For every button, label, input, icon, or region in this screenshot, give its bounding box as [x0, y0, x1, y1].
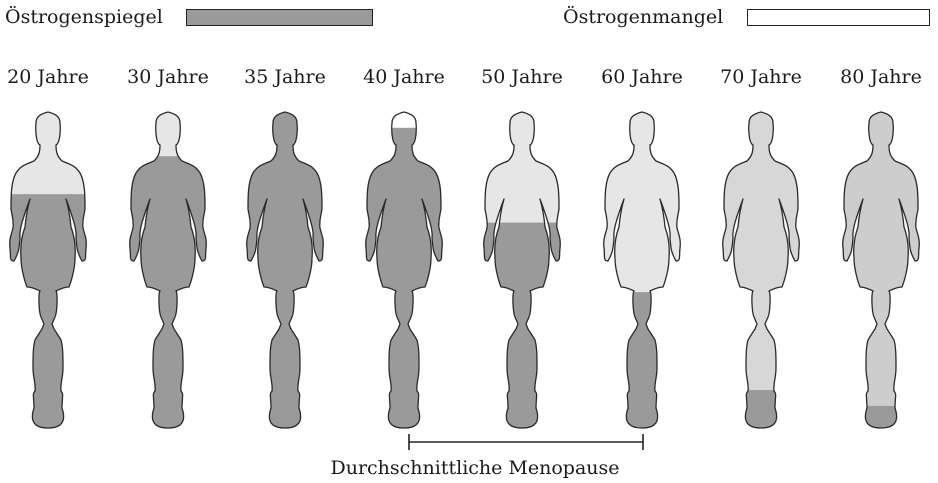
menopause-label: Durchschnittliche Menopause [300, 457, 650, 479]
body-figure [836, 112, 926, 430]
body-figure [597, 112, 687, 430]
estrogen-level-fill [240, 112, 330, 430]
body-figure [123, 112, 213, 430]
estrogen-level-fill [3, 194, 93, 430]
body-figure [359, 112, 449, 430]
body-deficit-area [723, 112, 800, 428]
body-deficit-area [843, 112, 920, 428]
body-figure [3, 112, 93, 430]
body-figure [240, 112, 330, 430]
estrogen-level-fill [597, 292, 687, 430]
estrogen-level-fill [123, 156, 213, 430]
estrogen-level-fill [836, 406, 926, 430]
body-figure [716, 112, 806, 430]
estrogen-level-fill [716, 390, 806, 430]
body-figure [477, 112, 567, 430]
estrogen-level-fill [477, 223, 567, 430]
